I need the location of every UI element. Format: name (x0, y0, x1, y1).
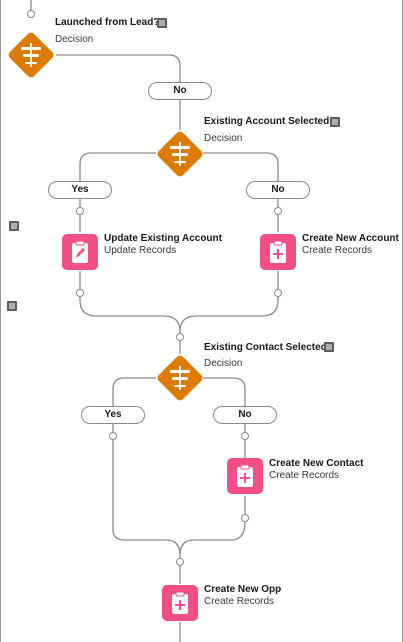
plus-clipboard-icon (270, 240, 286, 263)
node-type: Update Records (104, 245, 177, 256)
decision-node-existing-contact[interactable] (155, 353, 205, 403)
connector-dot[interactable] (27, 10, 35, 18)
outcome-no-pill[interactable]: No (246, 181, 310, 199)
connector-dot[interactable] (241, 432, 249, 440)
connector-dot[interactable] (76, 289, 84, 297)
connector-dot[interactable] (109, 432, 117, 440)
create-records-node-create-new-contact[interactable] (227, 458, 263, 494)
outcome-no-pill[interactable]: No (213, 406, 277, 424)
node-label: Create New Account (302, 233, 399, 244)
description-note-icon[interactable] (7, 301, 17, 311)
connector-dot[interactable] (241, 514, 249, 522)
connector-dot[interactable] (274, 207, 282, 215)
description-note-icon[interactable] (157, 18, 167, 28)
node-label: Existing Account Selected? (204, 116, 336, 127)
create-records-node-create-new-account[interactable] (260, 234, 296, 270)
node-type: Create Records (204, 596, 275, 607)
pencil-clipboard-icon (72, 240, 88, 263)
description-note-icon[interactable] (330, 117, 340, 127)
node-type: Decision (55, 34, 94, 45)
connector-dot[interactable] (76, 207, 84, 215)
node-label: Create New Contact (269, 458, 364, 469)
node-label: Existing Contact Selected (204, 342, 327, 353)
connector-dot[interactable] (176, 333, 184, 341)
node-label: Update Existing Account (104, 233, 222, 244)
update-records-node-update-existing-account[interactable] (62, 234, 98, 270)
node-type: Create Records (269, 470, 340, 481)
plus-clipboard-icon (172, 591, 188, 614)
node-type: Decision (204, 358, 243, 369)
decision-icon (21, 43, 41, 67)
decision-icon (170, 142, 190, 166)
decision-node-launched-from-lead[interactable] (6, 30, 56, 80)
connector-dot[interactable] (274, 289, 282, 297)
node-type: Decision (204, 133, 243, 144)
node-label: Create New Opp (204, 584, 282, 595)
node-label: Launched from Lead? (55, 17, 160, 28)
description-note-icon[interactable] (324, 342, 334, 352)
decision-icon (170, 366, 190, 390)
outcome-yes-pill[interactable]: Yes (48, 181, 112, 199)
create-records-node-create-new-opp[interactable] (162, 585, 198, 621)
outcome-no-pill[interactable]: No (148, 82, 212, 100)
plus-clipboard-icon (237, 464, 253, 487)
outcome-yes-pill[interactable]: Yes (81, 406, 145, 424)
description-note-icon[interactable] (9, 221, 19, 231)
decision-node-existing-account[interactable] (155, 129, 205, 179)
node-type: Create Records (302, 245, 373, 256)
connector-dot[interactable] (176, 558, 184, 566)
